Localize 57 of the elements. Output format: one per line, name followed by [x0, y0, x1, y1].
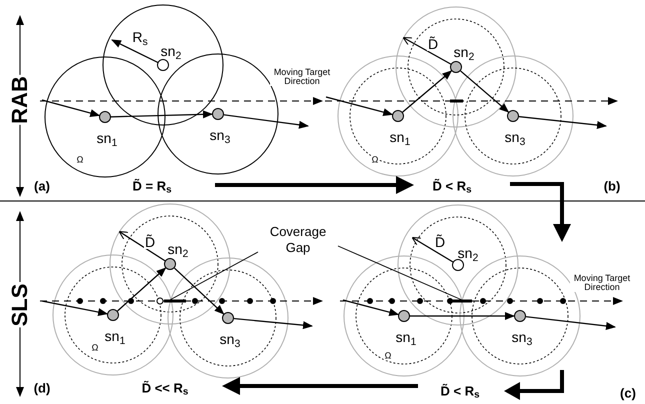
track-arrow — [42, 300, 108, 316]
sensor-node — [514, 310, 526, 322]
node-label: sn$_{2}$ — [458, 245, 478, 261]
condition-label: D̃ = R$_{s}$ — [131, 180, 173, 192]
leader-line — [168, 252, 258, 302]
sensor-node — [392, 110, 404, 122]
sensor-node — [450, 61, 462, 73]
node-label: sn$_{2}$ — [454, 44, 474, 60]
sensor-node — [107, 309, 119, 321]
node-label: sn$_{2}$ — [168, 241, 188, 257]
region-symbol: Ω — [90, 344, 100, 352]
track-arrow — [234, 318, 313, 330]
track-arrow — [342, 299, 400, 316]
panel-label: (a) — [33, 180, 51, 192]
node-label: sn$_{3}$ — [504, 129, 526, 145]
node-label: sn$_{3}$ — [512, 329, 532, 345]
track-arrow — [518, 116, 607, 130]
callout-text: Coverage Gap — [258, 224, 338, 258]
node-label: sn$_{1}$ — [104, 328, 126, 344]
sensor-node — [398, 310, 410, 322]
node-label: sn$_{2}$ — [160, 43, 182, 59]
node-label: sn$_{1}$ — [96, 130, 118, 146]
symbol-label: D̃ — [426, 37, 440, 51]
condition-label: D̃ << R$_{s}$ — [140, 382, 190, 394]
sensor-node — [164, 258, 176, 270]
track-arrow — [526, 316, 616, 330]
condition-label: D̃ < R$_{s}$ — [439, 384, 481, 398]
sensor-node — [99, 111, 111, 123]
track-arrow — [326, 96, 394, 116]
panel-label: (b) — [602, 180, 622, 192]
node-label: sn$_{3}$ — [210, 127, 230, 143]
region-symbol: Ω — [76, 156, 84, 164]
symbol-label: R$_{s}$ — [131, 30, 149, 44]
track-arrow — [402, 70, 452, 113]
node-label: sn$_{1}$ — [390, 129, 410, 145]
sensor-node — [507, 110, 519, 122]
track-arrow — [410, 312, 515, 320]
sensor-node — [157, 59, 169, 71]
track-arrow — [42, 99, 100, 117]
leader-line — [338, 246, 462, 300]
region-symbol: Ω — [370, 156, 380, 164]
condition-label: D̃ < R$_{s}$ — [431, 180, 473, 192]
sensor-node — [212, 108, 224, 120]
node-label: sn$_{3}$ — [220, 331, 240, 347]
track-arrow — [224, 114, 309, 129]
track-arrow — [110, 110, 213, 118]
panel-label: (d) — [32, 382, 52, 394]
region-symbol: Ω — [384, 352, 392, 360]
track-arrow — [460, 70, 510, 113]
track-arrow — [117, 267, 166, 312]
track-arrow — [174, 268, 224, 315]
sensor-node — [452, 259, 464, 271]
panel-label: (c) — [619, 386, 637, 400]
node-label: sn$_{1}$ — [396, 329, 416, 345]
symbol-label: D̃ — [434, 235, 446, 249]
symbol-label: D̃ — [144, 235, 156, 249]
sensor-node — [222, 312, 234, 324]
